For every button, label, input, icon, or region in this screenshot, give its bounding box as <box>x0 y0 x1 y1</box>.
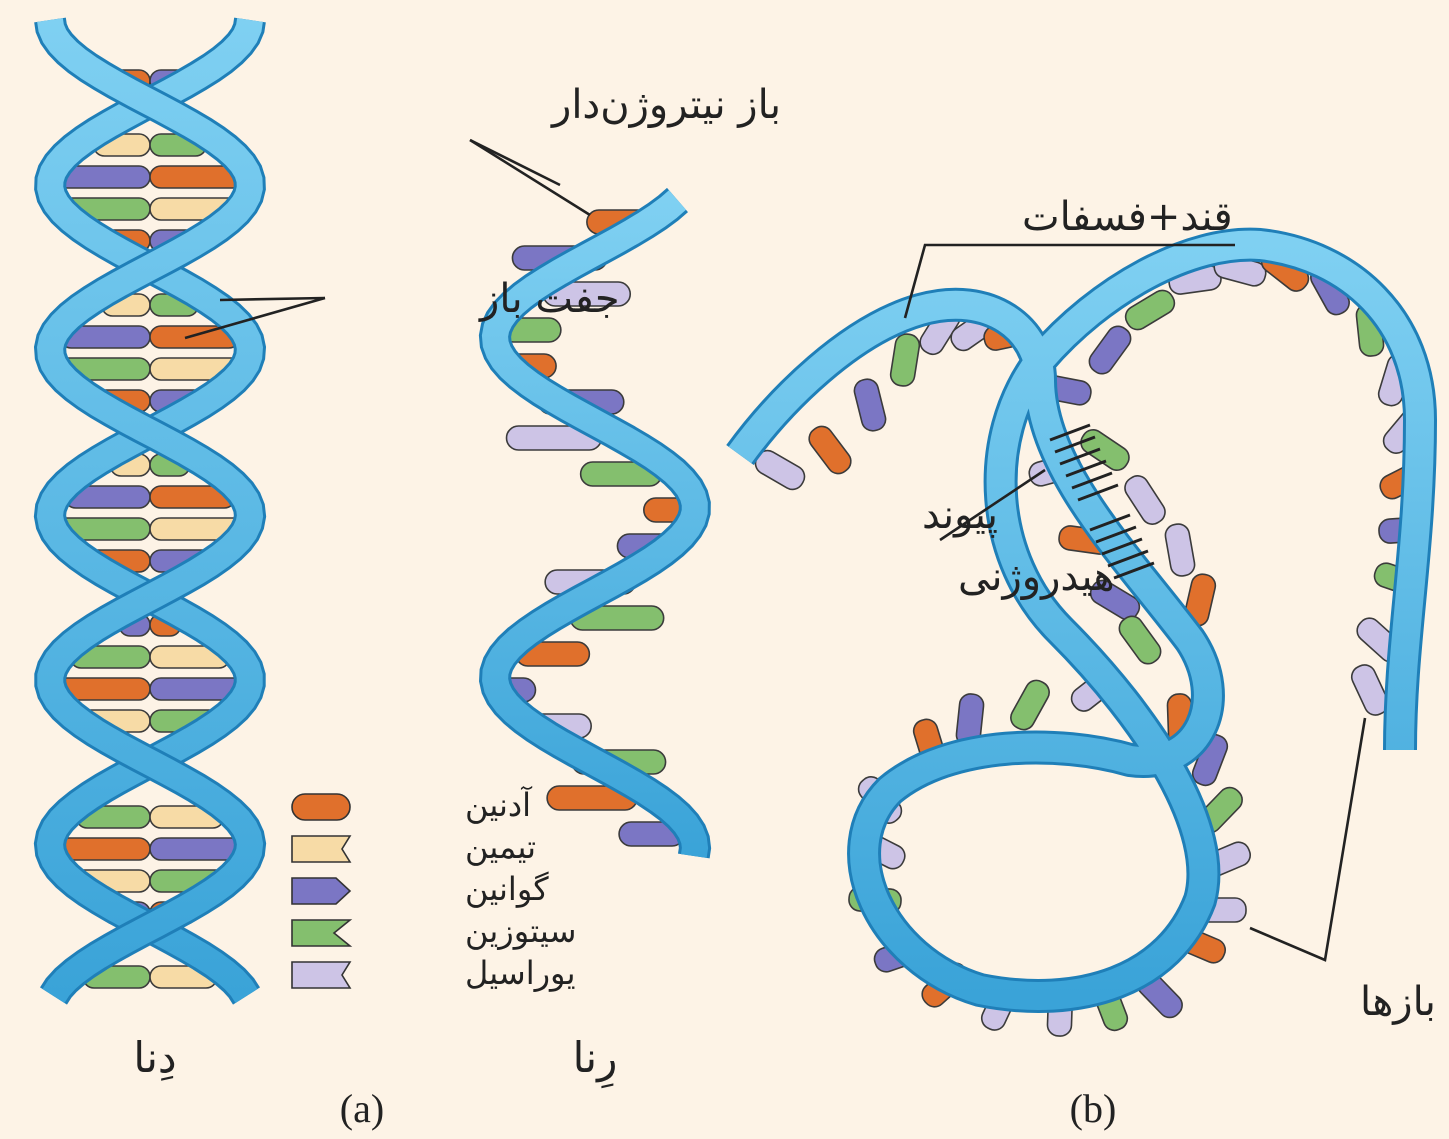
hydrogen-bond-label-line2: هیدروژنی <box>958 554 1115 600</box>
legend-swatch-5 <box>292 962 350 988</box>
sugar-phosphate-label: قند+فسفات <box>1022 194 1233 240</box>
legend-label: آدنین <box>465 785 533 824</box>
legend-swatch-shape <box>292 878 350 904</box>
folded-rna-base <box>889 332 921 387</box>
dna-double-helix <box>50 20 250 996</box>
legend-swatch-shape <box>292 962 350 988</box>
folded-rna-base <box>1007 676 1053 733</box>
legend-swatch-2 <box>292 836 350 862</box>
folded-rna-base <box>1121 472 1169 529</box>
legend-swatch-shape <box>292 836 350 862</box>
bases-label: بازها <box>1360 979 1436 1025</box>
folded-rna-base <box>852 377 888 433</box>
base-legend: آدنین تیمین گوانین سیتوزین یوراسیل <box>292 785 576 992</box>
legend-swatch-4 <box>292 920 350 946</box>
folded-rna <box>740 245 1434 1037</box>
legend-label: تیمین <box>465 828 536 866</box>
base-pair-label: جفت باز <box>478 276 620 322</box>
dna-name-label: دِنا <box>133 1033 176 1082</box>
folded-rna-base <box>1077 426 1134 475</box>
panel-b-label: (b) <box>1070 1086 1117 1131</box>
nitrogen-base-label: باز نیتروژن‌دار <box>550 82 781 128</box>
legend-label: سیتوزین <box>465 912 576 950</box>
folded-rna-backbone-face <box>740 245 1420 996</box>
rna-name-label: رِنا <box>573 1033 618 1088</box>
legend-swatch-shape <box>292 920 350 946</box>
legend-swatch-shape <box>292 794 350 820</box>
legend-label: گوانین <box>465 870 549 908</box>
legend-swatch-3 <box>292 878 350 904</box>
legend-swatch-1 <box>292 794 350 820</box>
folded-rna-base <box>1164 522 1197 577</box>
panel-a-label: (a) <box>340 1086 384 1131</box>
folded-rna-base <box>805 422 855 478</box>
hydrogen-bond-label-line1: پیوند <box>922 492 998 538</box>
legend-label: یوراسیل <box>465 954 575 992</box>
